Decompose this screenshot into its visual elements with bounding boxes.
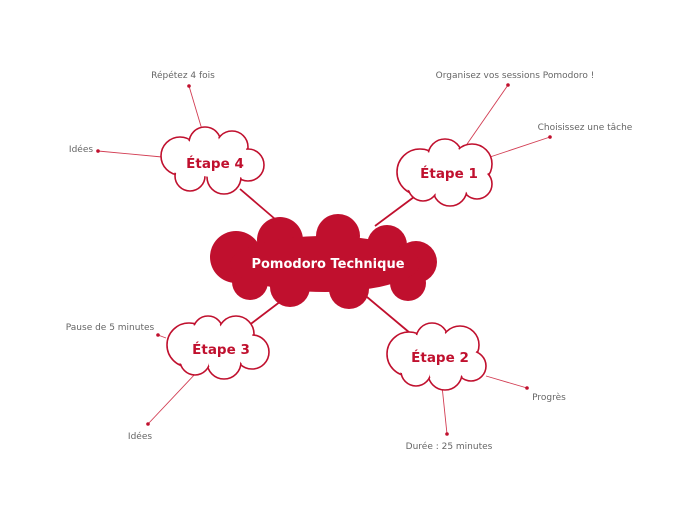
cloud-etape-3[interactable] xyxy=(166,315,270,380)
leaf-line-etape-2-b xyxy=(441,385,449,436)
leaf-etape-4-repetez: Répétez 4 fois xyxy=(151,70,215,81)
leaf-line-etape-3-a xyxy=(156,333,167,339)
etape-1-label: Étape 1 xyxy=(420,165,478,182)
leaf-etape-4-idees: Idées xyxy=(69,144,93,155)
leaf-connectors xyxy=(96,83,552,436)
etape-3-label: Étape 3 xyxy=(192,341,250,358)
leaf-etape-2-duree: Durée : 25 minutes xyxy=(406,441,493,452)
leaf-etape-1-choisissez: Choisissez une tâche xyxy=(538,123,633,133)
leaf-etape-3-pause: Pause de 5 minutes xyxy=(66,323,155,333)
cloud-etape-4[interactable] xyxy=(160,126,265,195)
leaf-etape-2-progres: Progrès xyxy=(532,392,566,403)
cloud-etape-1[interactable] xyxy=(396,138,493,207)
center-cloud[interactable] xyxy=(210,214,437,309)
leaf-etape-3-idees: Idées xyxy=(128,431,152,442)
etape-2-label: Étape 2 xyxy=(411,349,469,366)
leaf-line-etape-2-a xyxy=(485,375,529,390)
leaf-line-etape-4-a xyxy=(187,84,204,134)
leaf-line-etape-3-b xyxy=(146,371,198,426)
step-clouds xyxy=(160,126,493,391)
center-label: Pomodoro Technique xyxy=(251,257,404,272)
leaf-etape-1-organisez: Organisez vos sessions Pomodoro ! xyxy=(436,71,595,81)
leaf-line-etape-1-b xyxy=(486,135,552,159)
connector-center-etape-1 xyxy=(374,193,419,227)
leaf-line-etape-1-a xyxy=(464,83,510,148)
cloud-etape-2[interactable] xyxy=(386,322,487,391)
etape-4-label: Étape 4 xyxy=(186,155,244,172)
leaf-line-etape-4-b xyxy=(96,149,163,158)
connector-center-etape-2 xyxy=(366,296,411,334)
